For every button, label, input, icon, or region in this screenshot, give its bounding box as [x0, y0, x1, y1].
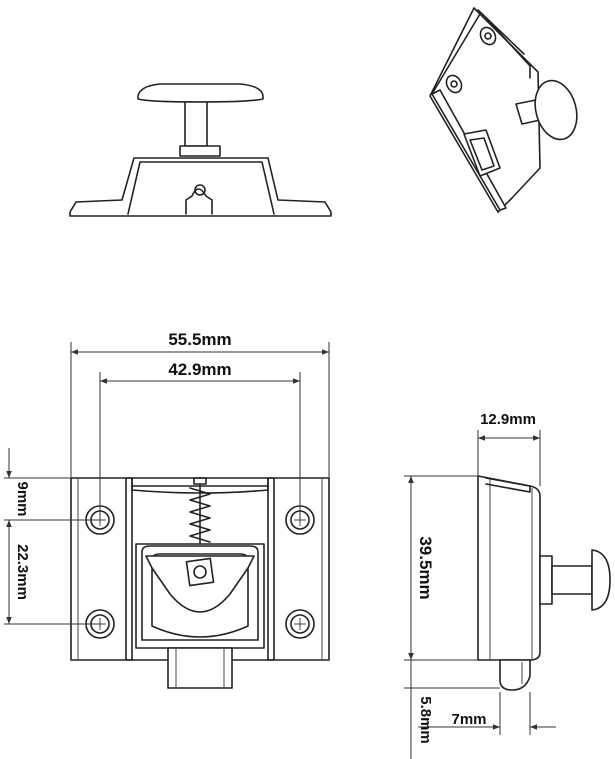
dim-hole-to-hole-vertical: 22.3mm [14, 544, 31, 600]
screw-hole [285, 609, 315, 639]
dim-hole-spacing: 42.9mm [168, 360, 231, 379]
side-view [477, 475, 611, 691]
dimension-lines [4, 342, 556, 759]
dim-depth: 12.9mm [480, 411, 536, 428]
dim-overall-width: 55.5mm [168, 330, 231, 349]
top-elevation-view [69, 83, 332, 217]
spring [189, 477, 211, 549]
dim-height: 39.5mm [416, 536, 435, 599]
dim-top-to-hole: 9mm [14, 481, 31, 516]
isometric-view [429, 7, 578, 213]
dim-bolt-drop: 5.8mm [417, 696, 434, 744]
dim-bolt-offset: 7mm [451, 711, 486, 728]
front-view [70, 477, 330, 689]
